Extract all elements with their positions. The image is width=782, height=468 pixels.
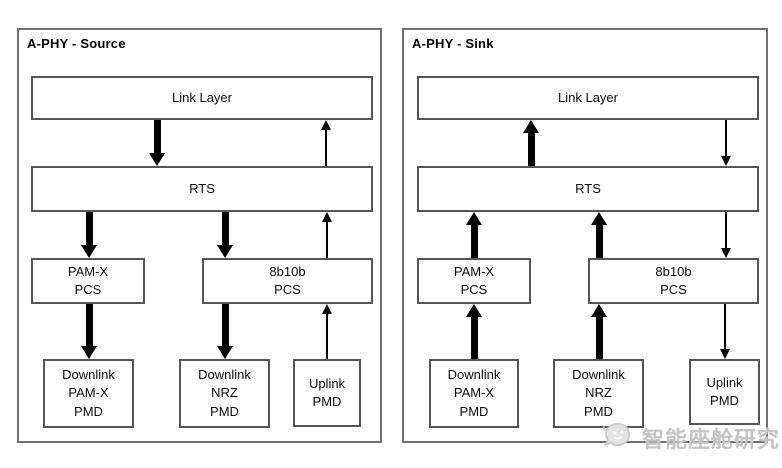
arrow-sink-linklayer-to-rts-thin-down-icon [721,120,731,166]
sink-uplink-pmd-box: Uplink PMD [689,359,760,425]
sink-downlink-pam-x-pmd-box: Downlink PAM-X PMD [429,359,519,428]
panel-sink-title: A-PHY - Sink [412,36,494,51]
sink-downlink-nrz-pmd-box: Downlink NRZ PMD [553,359,644,428]
arrow-sink-downlink-pamx-pmd-to-pamx-pcs-thick-up-icon [466,304,482,359]
arrow-sink-rts-to-8b10b-pcs-thin-down-icon [721,212,731,258]
sink-link-layer-box: Link Layer [417,76,759,120]
source-uplink-pmd-box: Uplink PMD [293,359,361,427]
arrow-sink-rts-to-linklayer-thick-up-icon [523,120,539,166]
sink-pam-x-pcs-box: PAM-X PCS [417,258,531,304]
sink-8b10b-pcs-box: 8b10b PCS [588,258,759,304]
arrow-source-8b10b-pcs-to-rts-thin-up-icon [322,212,332,258]
arrow-source-rts-to-pamx-pcs-thick-down-icon [81,212,97,258]
source-8b10b-pcs-box: 8b10b PCS [202,258,373,304]
arrow-source-8b10b-pcs-to-downlink-nrz-pmd-thick-down-icon [217,304,233,359]
source-downlink-pam-x-pmd-box: Downlink PAM-X PMD [43,359,134,428]
source-rts-box: RTS [31,166,373,212]
arrow-source-uplink-pmd-to-8b10b-pcs-thin-up-icon [322,304,332,359]
sink-rts-box: RTS [417,166,759,212]
watermark-text: 智能座舱研究 [642,427,781,452]
arrow-sink-downlink-nrz-pmd-to-8b10b-pcs-thick-up-icon [591,304,607,359]
arrow-sink-8b10b-pcs-to-rts-thick-up-icon [591,212,607,258]
arrow-sink-8b10b-pcs-to-uplink-pmd-thin-down-icon [720,304,730,359]
source-pam-x-pcs-box: PAM-X PCS [31,258,145,304]
arrow-source-rts-to-8b10b-pcs-thick-down-icon [217,212,233,258]
panel-aphy-sink: A-PHY - Sink Link Layer RTS PAM-X PCS 8b… [402,28,768,443]
arrow-source-pamx-pcs-to-downlink-pamx-pmd-thick-down-icon [81,304,97,359]
panel-source-title: A-PHY - Source [27,36,126,51]
arrow-sink-pamx-pcs-to-rts-thick-up-icon [466,212,482,258]
arrow-source-rts-to-linklayer-thin-up-icon [321,120,331,166]
watermark: 智能座舱研究 [602,418,780,458]
source-downlink-nrz-pmd-box: Downlink NRZ PMD [179,359,270,428]
source-link-layer-box: Link Layer [31,76,373,120]
arrow-source-linklayer-to-rts-thick-down-icon [149,120,165,166]
chat-bubble-mascot-icon [603,423,630,447]
panel-aphy-source: A-PHY - Source Link Layer RTS PAM-X PCS … [17,28,382,443]
